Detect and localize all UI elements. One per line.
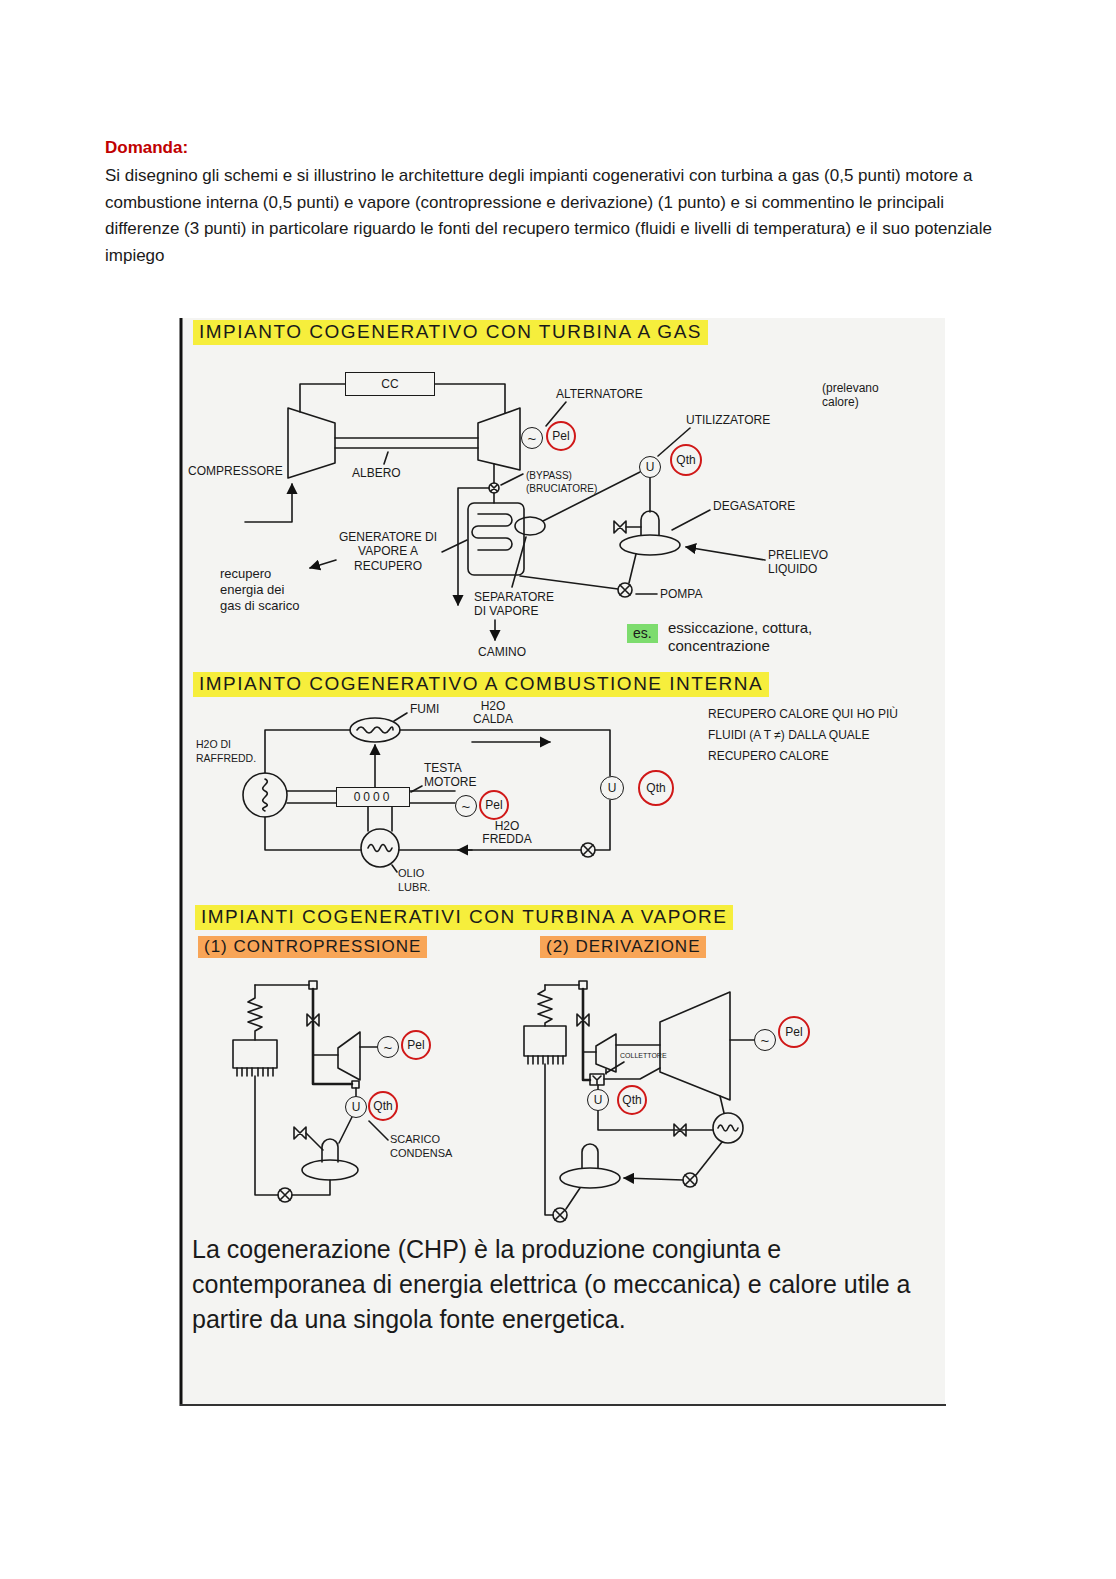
node-label: U	[594, 1094, 603, 1106]
machine-circle: U	[345, 1096, 367, 1118]
machine-circle: U	[639, 456, 661, 478]
node-label: Qth	[646, 782, 665, 794]
part-label: ALBERO	[352, 466, 401, 480]
machine-circle: ~	[521, 427, 543, 449]
machine-circle: U	[587, 1089, 609, 1111]
question-heading: Domanda:	[105, 138, 188, 158]
process-box: CC	[345, 372, 435, 396]
part-label: DEGASATORE	[713, 499, 795, 513]
node-label: ~	[761, 1033, 770, 1048]
output-circle: Pel	[778, 1016, 810, 1048]
part-label: SEPARATORE DI VAPORE	[474, 590, 569, 619]
part-label: TESTA MOTORE	[424, 761, 482, 789]
part-label: FUMI	[410, 702, 439, 716]
part-label: essiccazione, cottura, concentrazione	[668, 619, 868, 655]
part-label: recupero energia dei gas di scarico	[220, 566, 308, 614]
output-circle: Qth	[670, 444, 702, 476]
paper-sheet	[180, 318, 945, 1405]
part-label: UTILIZZATORE	[686, 413, 770, 427]
machine-circle: U	[600, 776, 624, 800]
node-label: Pel	[552, 430, 569, 442]
node-label: ~	[462, 799, 471, 814]
section-heading: IMPIANTO COGENERATIVO A COMBUSTIONE INTE…	[193, 672, 769, 697]
node-label: ~	[528, 431, 537, 446]
node-label: Qth	[373, 1100, 392, 1112]
output-circle: Pel	[401, 1030, 431, 1060]
section-heading: (2) DERIVAZIONE	[540, 936, 706, 958]
node-label: Pel	[407, 1039, 424, 1051]
part-label: RECUPERO CALORE QUI HO PIÙ FLUIDI (A T ≠…	[708, 704, 913, 767]
node-label: Pel	[785, 1026, 802, 1038]
node-label: Pel	[485, 799, 502, 811]
node-label: Qth	[622, 1094, 641, 1106]
question-text: Si disegnino gli schemi e si illustrino …	[105, 163, 995, 269]
engine-plant	[243, 713, 610, 872]
node-label: ~	[384, 1040, 393, 1055]
part-label: H2O FREDDA	[478, 820, 536, 846]
section-heading: IMPIANTI COGENERATIVI CON TURBINA A VAPO…	[195, 905, 733, 930]
node-label: CC	[381, 378, 398, 390]
section-heading: (1) CONTROPRESSIONE	[198, 936, 427, 958]
part-label: (BRUCIATORE)	[526, 483, 597, 495]
node-label: U	[646, 461, 655, 473]
part-label: SCARICO CONDENSA	[390, 1132, 465, 1160]
part-label: ALTERNATORE	[556, 387, 643, 401]
machine-circle: ~	[377, 1036, 399, 1058]
part-label: (BYPASS)	[526, 470, 572, 482]
part-label: GENERATORE DI VAPORE A RECUPERO	[338, 530, 438, 573]
paper-edge	[180, 1404, 946, 1406]
part-label: H2O DI RAFFREDD.	[196, 737, 260, 765]
part-label: (prelevano calore)	[822, 381, 910, 410]
output-circle: Pel	[546, 421, 576, 451]
definition-note: La cogenerazione (CHP) è la produzione c…	[192, 1232, 942, 1337]
part-label: OLIO LUBR.	[398, 866, 448, 894]
part-label: PRELIEVO LIQUIDO	[768, 548, 848, 577]
section-heading: IMPIANTO COGENERATIVO CON TURBINA A GAS	[193, 320, 708, 345]
node-label: U	[608, 782, 617, 794]
node-label: U	[352, 1101, 361, 1113]
steam-backpressure-plant	[233, 981, 388, 1202]
part-label: COLLETTORE	[620, 1052, 667, 1060]
node-label: Qth	[676, 454, 695, 466]
machine-circle: ~	[754, 1029, 776, 1051]
section-heading: es.	[627, 624, 658, 643]
process-box: 0000	[336, 787, 410, 807]
machine-circle: ~	[455, 795, 477, 817]
output-circle: Qth	[638, 770, 674, 806]
output-circle: Qth	[617, 1085, 647, 1115]
part-label: COMPRESSORE	[188, 464, 283, 478]
part-label: CAMINO	[478, 645, 526, 659]
output-circle: Pel	[479, 790, 509, 820]
part-label: POMPA	[660, 587, 702, 601]
paper-edge	[180, 318, 183, 1406]
output-circle: Qth	[368, 1091, 398, 1121]
part-label: H2O CALDA	[468, 700, 518, 726]
node-label: 0000	[354, 791, 393, 803]
steam-extraction-plant	[524, 981, 754, 1222]
